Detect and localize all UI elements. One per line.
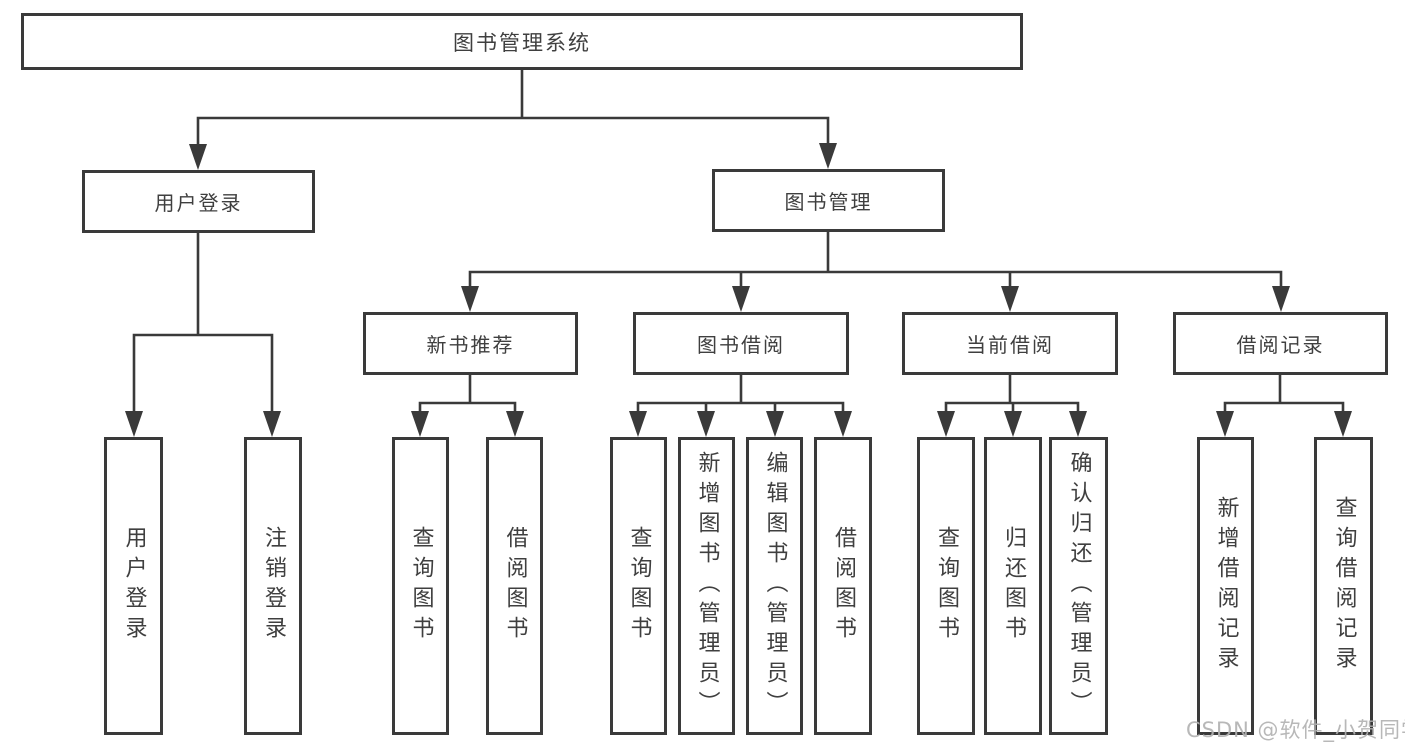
leaf-current-query-books: 查询图书 — [917, 437, 975, 735]
leaf-logout: 注销登录 — [244, 437, 302, 735]
leaf-borrow-books: 借阅图书 — [814, 437, 872, 735]
leaf-edit-books-admin: 编辑图书（管理员） — [746, 437, 803, 735]
leaf-borrowing-query-books: 查询图书 — [610, 437, 667, 735]
arrowhead-icon — [732, 286, 750, 312]
node-label: 注销登录 — [261, 526, 286, 646]
leaf-query-borrow-record: 查询借阅记录 — [1314, 437, 1373, 735]
node-current-borrowing: 当前借阅 — [902, 312, 1118, 375]
node-user-login: 用户登录 — [82, 170, 315, 233]
node-book-management: 图书管理 — [712, 169, 945, 232]
node-label: 查询图书 — [934, 526, 959, 646]
arrowhead-icon — [834, 411, 852, 437]
node-label: 图书管理系统 — [453, 30, 591, 55]
arrowhead-icon — [1216, 411, 1234, 437]
leaf-add-borrow-record: 新增借阅记录 — [1197, 437, 1254, 735]
node-label: 新增图书（管理员） — [694, 451, 720, 721]
arrowhead-icon — [1334, 411, 1352, 437]
node-label: 图书借阅 — [697, 333, 785, 357]
leaf-user-login: 用户登录 — [104, 437, 163, 735]
node-library-system: 图书管理系统 — [21, 13, 1023, 70]
node-label: 借阅图书 — [831, 526, 856, 646]
arrowhead-icon — [506, 411, 524, 437]
node-label: 查询图书 — [626, 526, 652, 646]
node-label: 新增借阅记录 — [1213, 496, 1239, 676]
node-label: 查询借阅记录 — [1331, 496, 1357, 676]
arrowhead-icon — [263, 411, 281, 437]
node-label: 确认归还（管理员） — [1066, 451, 1092, 721]
node-label: 查询图书 — [408, 526, 434, 646]
arrowhead-icon — [819, 143, 837, 169]
node-label: 借阅记录 — [1236, 333, 1325, 357]
leaf-add-books-admin: 新增图书（管理员） — [678, 437, 735, 735]
arrowhead-icon — [1272, 286, 1290, 312]
node-label: 借阅图书 — [502, 526, 528, 646]
node-book-borrowing: 图书借阅 — [633, 312, 849, 375]
node-new-book-recommend: 新书推荐 — [363, 312, 578, 375]
node-label: 图书管理 — [784, 190, 873, 214]
watermark: CSDN @软件_小贺同学 — [1186, 718, 1405, 742]
leaf-recommend-borrow-books: 借阅图书 — [486, 437, 543, 735]
arrowhead-icon — [189, 144, 207, 170]
arrowhead-icon — [411, 411, 429, 437]
arrowhead-icon — [766, 411, 784, 437]
node-label: 当前借阅 — [966, 333, 1054, 357]
node-label: 编辑图书（管理员） — [762, 451, 788, 721]
leaf-recommend-query-books: 查询图书 — [392, 437, 449, 735]
arrowhead-icon — [461, 286, 479, 312]
arrowhead-icon — [1004, 411, 1022, 437]
node-label: 用户登录 — [154, 191, 243, 215]
leaf-return-books: 归还图书 — [984, 437, 1042, 735]
node-label: 用户登录 — [121, 526, 147, 646]
arrowhead-icon — [937, 411, 955, 437]
node-label: 新书推荐 — [426, 333, 515, 357]
arrowhead-icon — [1001, 286, 1019, 312]
node-borrow-records: 借阅记录 — [1173, 312, 1388, 375]
node-label: 归还图书 — [1001, 526, 1026, 646]
arrowhead-icon — [697, 411, 715, 437]
leaf-confirm-return-admin: 确认归还（管理员） — [1049, 437, 1108, 735]
arrowhead-icon — [1069, 411, 1087, 437]
arrowhead-icon — [629, 411, 647, 437]
arrowhead-icon — [125, 411, 143, 437]
